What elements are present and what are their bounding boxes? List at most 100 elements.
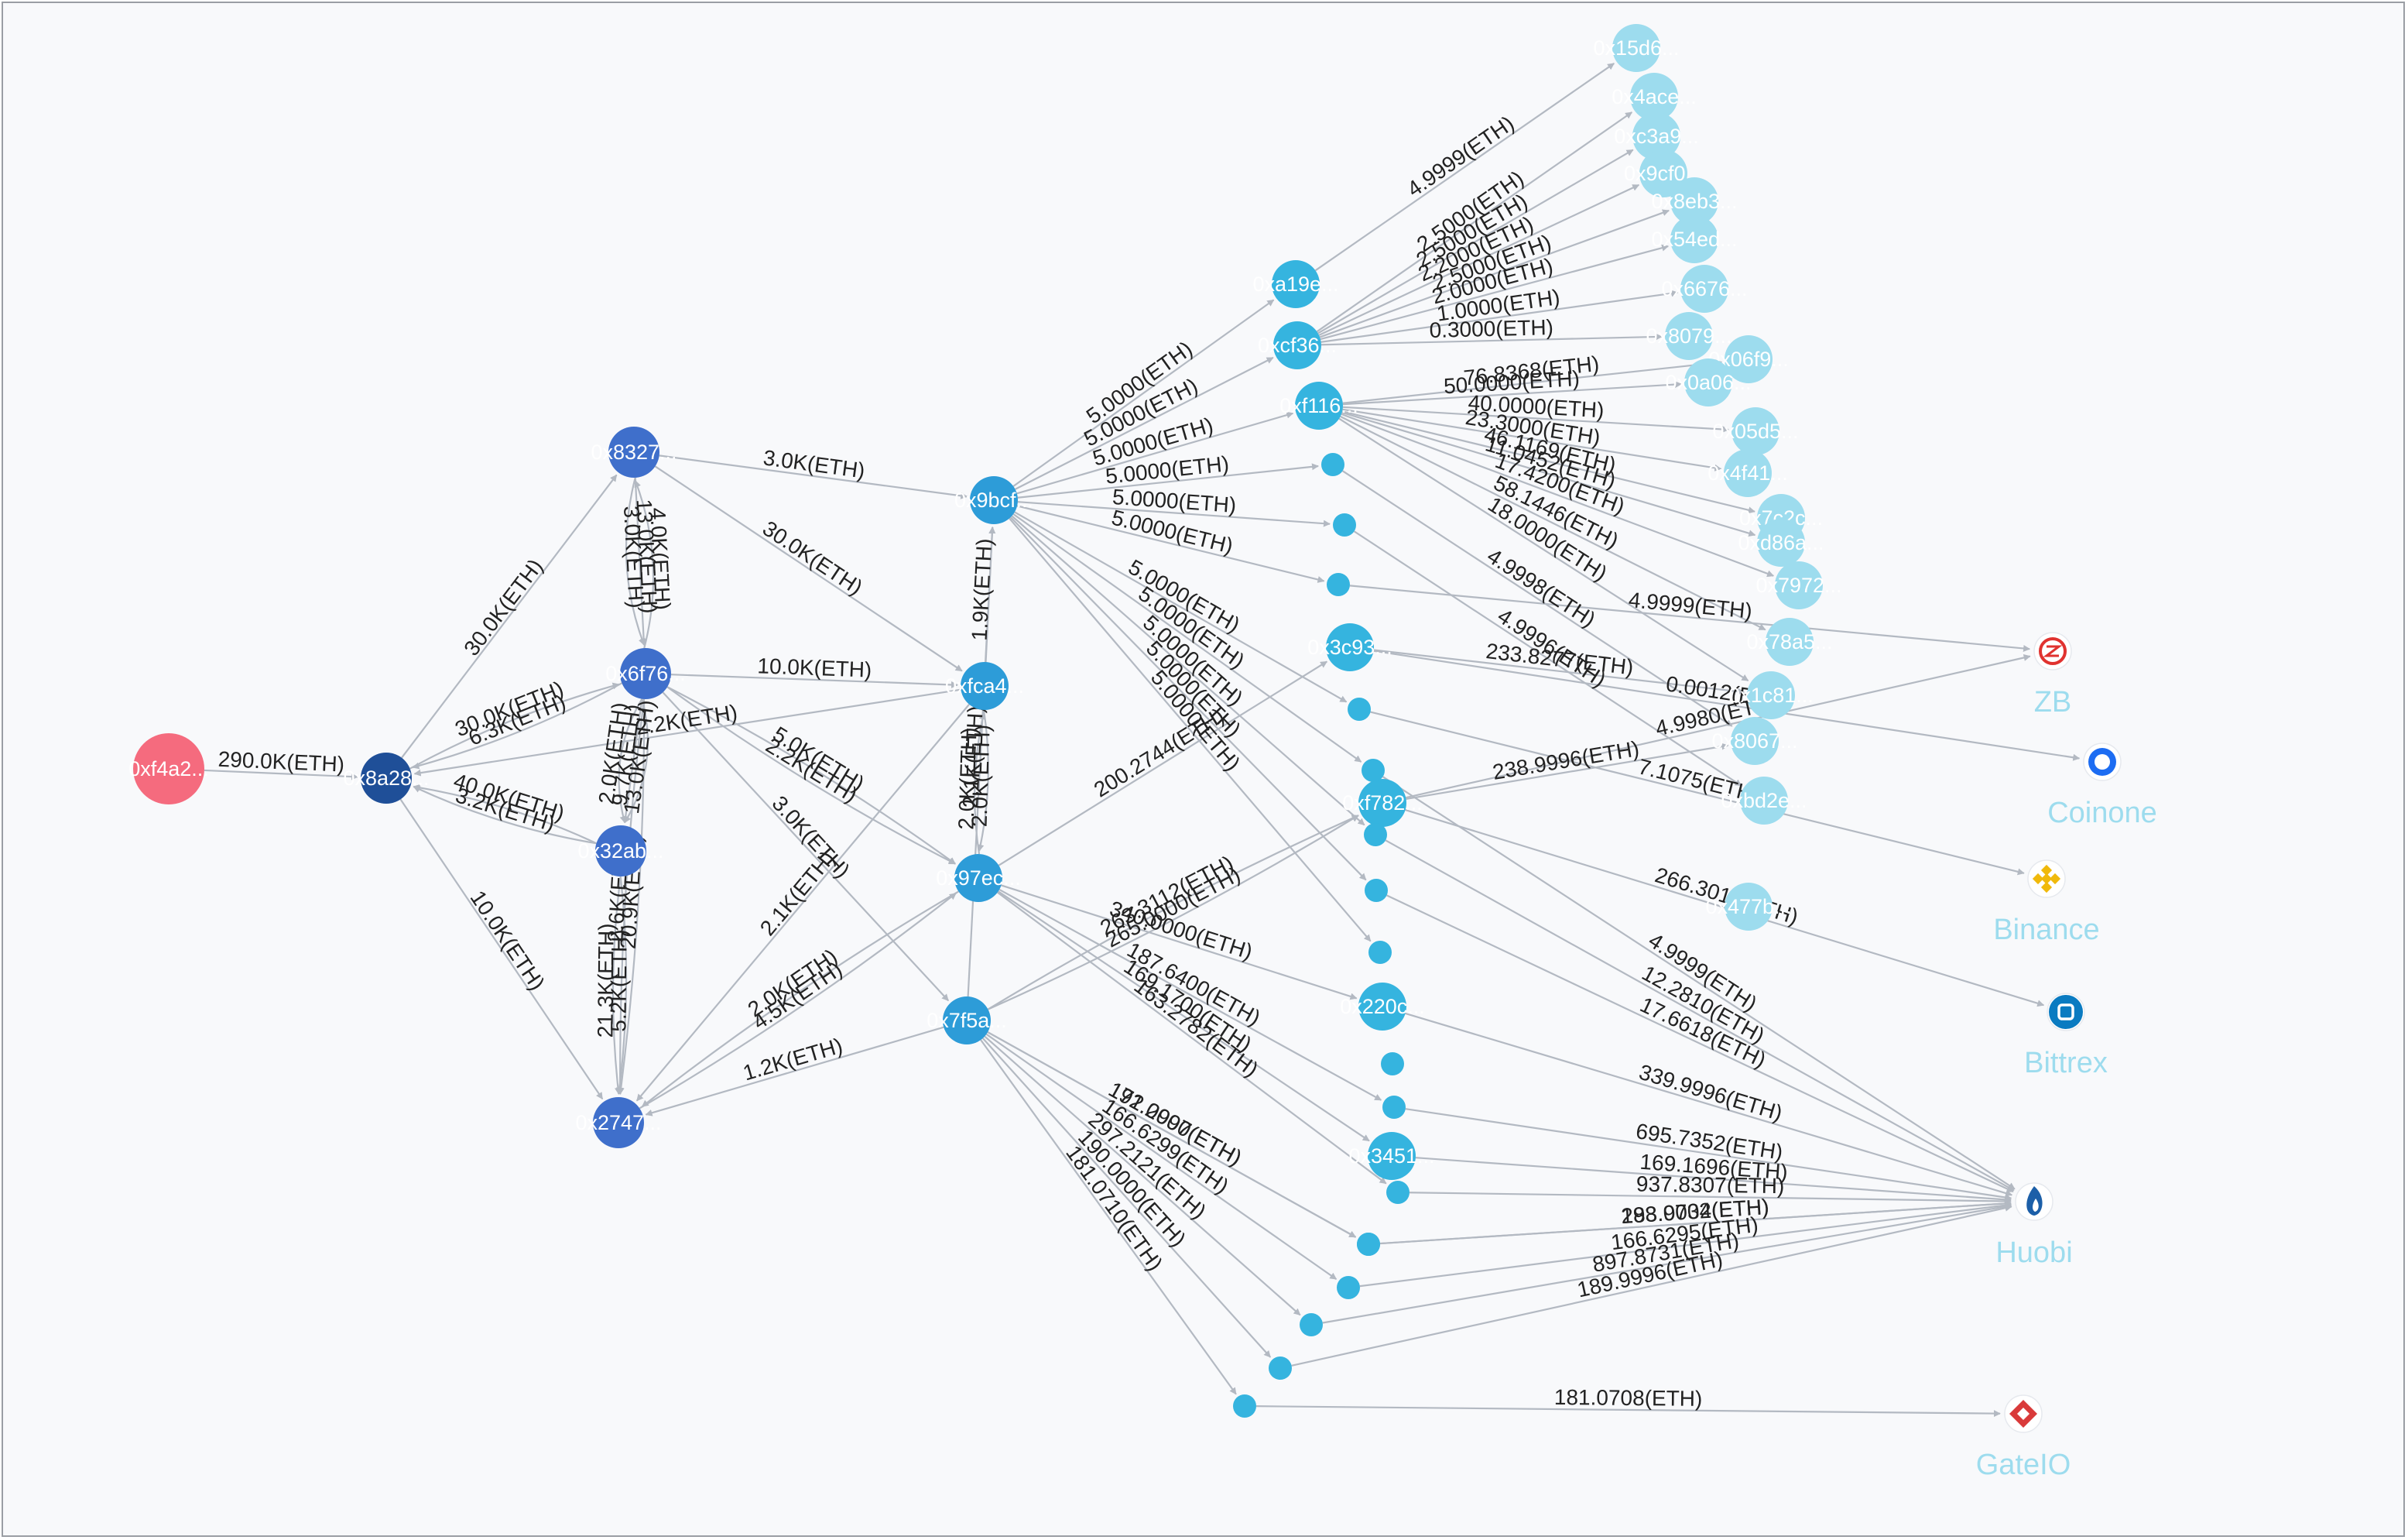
node-circle[interactable]: [1684, 358, 1732, 406]
node-ld86a[interactable]: 0xd86a...: [1738, 519, 1824, 567]
edge-n6f76-hub[interactable]: [412, 682, 622, 770]
node-d5[interactable]: [1362, 759, 1385, 782]
edge-n9bcf-d3[interactable]: [1016, 505, 1325, 583]
node-circle[interactable]: [1747, 671, 1795, 719]
edge-n8327-n6f76[interactable]: [625, 477, 646, 646]
edge-n7f5a-n2747[interactable]: [645, 1026, 944, 1116]
node-circle[interactable]: [1333, 513, 1356, 537]
edge-n97ec-n3c93[interactable]: [998, 660, 1328, 866]
edge-nf782-Bittrex[interactable]: [1405, 809, 2045, 1007]
node-nf782[interactable]: 0xf782...: [1342, 779, 1423, 827]
edge-n6f76-n7f5a[interactable]: [662, 691, 950, 1002]
edge-ncf36-lc3a9[interactable]: [1317, 149, 1634, 334]
edge-n9bcf-d6[interactable]: [1011, 515, 1365, 826]
node-n7f5a[interactable]: 0x7f5a...: [927, 996, 1007, 1044]
node-circle[interactable]: [1731, 407, 1779, 455]
node-nf116[interactable]: 0xf116...: [1279, 382, 1358, 430]
node-l1c81[interactable]: 0x1c81...: [1728, 671, 1814, 719]
node-circle[interactable]: [961, 662, 1009, 710]
node-d3[interactable]: [1327, 573, 1350, 596]
edge-n7f5a-d14[interactable]: [987, 1031, 1357, 1238]
edge-n7f5a-d16[interactable]: [984, 1035, 1301, 1316]
node-circle[interactable]: [361, 753, 412, 804]
node-circle[interactable]: [1381, 1052, 1404, 1075]
node-l8079[interactable]: 0x8079...: [1646, 312, 1732, 360]
edge-n3451-Huobi[interactable]: [1415, 1157, 2012, 1203]
node-circle[interactable]: [970, 476, 1018, 524]
node-Coinone[interactable]: Coinone: [2047, 743, 2157, 829]
node-circle[interactable]: [1362, 759, 1385, 782]
edge-n220c-Huobi[interactable]: [1405, 1012, 2013, 1197]
edge-d7-Huobi[interactable]: [1386, 894, 2014, 1193]
node-l8067[interactable]: 0x8067...: [1711, 717, 1798, 765]
node-n8327[interactable]: 0x8327...: [591, 427, 677, 478]
node-l0a06[interactable]: 0x0a06...: [1665, 358, 1752, 406]
node-circle[interactable]: [1295, 382, 1343, 430]
node-circle[interactable]: [1368, 941, 1392, 964]
node-l15d6[interactable]: 0x15d6...: [1593, 24, 1680, 72]
node-Bittrex[interactable]: Bittrex: [2024, 993, 2108, 1079]
node-circle[interactable]: [1364, 823, 1387, 846]
edge-d12-Huobi[interactable]: [1409, 1192, 2012, 1205]
node-hub[interactable]: 0x8a28...: [343, 753, 430, 804]
edge-n6f76-n97ec[interactable]: [666, 686, 956, 865]
node-l8eb3[interactable]: 0x8eb3...: [1651, 177, 1738, 225]
node-lc3a9[interactable]: 0xc3a9...: [1614, 112, 1699, 160]
edge-nf782-l8067[interactable]: [1406, 743, 1729, 800]
node-src[interactable]: 0xf4a2...: [128, 733, 209, 804]
node-n220c[interactable]: 0x220c...: [1340, 983, 1425, 1031]
node-n9bcf[interactable]: 0x9bcf...: [954, 476, 1033, 524]
edge-d14-Huobi[interactable]: [1379, 1199, 2012, 1245]
node-circle[interactable]: [1725, 883, 1773, 931]
edge-nfca4-n2747[interactable]: [635, 704, 970, 1102]
node-circle[interactable]: [1632, 112, 1680, 160]
node-circle[interactable]: [1630, 73, 1678, 121]
node-d14[interactable]: [1357, 1233, 1380, 1256]
edge-n8327-n6f76[interactable]: [634, 477, 648, 646]
edge-n7f5a-nf782[interactable]: [988, 815, 1359, 1010]
edge-n9bcf-d1[interactable]: [1017, 463, 1319, 499]
node-circle[interactable]: [608, 427, 659, 478]
node-circle[interactable]: [1731, 717, 1779, 765]
edge-ncf36-l9cf0[interactable]: [1318, 183, 1640, 336]
edge-n6f76-n2747[interactable]: [617, 698, 646, 1095]
node-circle[interactable]: [1670, 177, 1718, 225]
node-circle[interactable]: [1269, 1357, 1292, 1380]
edge-d2-lbd2e[interactable]: [1353, 530, 1742, 787]
node-circle[interactable]: [1327, 573, 1350, 596]
edge-n32ab-hub[interactable]: [413, 784, 597, 845]
edge-n6f76-n8327[interactable]: [634, 480, 655, 649]
node-circle[interactable]: [1382, 1096, 1406, 1119]
node-circle[interactable]: [1321, 453, 1344, 476]
edge-hub-n8327[interactable]: [401, 474, 618, 759]
edge-n3c93-Coinone[interactable]: [1373, 650, 2081, 761]
node-d15[interactable]: [1337, 1276, 1360, 1299]
edge-ncf36-l8eb3[interactable]: [1319, 209, 1670, 338]
transaction-flow-graph[interactable]: 290.0K(ETH)30.0K(ETH)30.0K(ETH)6.3K(ETH)…: [3, 3, 2405, 1537]
node-l6676[interactable]: 0x6676...: [1661, 265, 1748, 313]
node-circle[interactable]: [1358, 983, 1406, 1031]
node-circle[interactable]: [1766, 618, 1814, 666]
edge-n97ec-d11[interactable]: [998, 888, 1382, 1101]
node-circle[interactable]: [1272, 260, 1320, 308]
edge-n7f5a-d10[interactable]: [980, 1039, 1237, 1395]
node-lbd2e[interactable]: 0xbd2e...: [1721, 777, 1807, 825]
edge-nf782-ZB[interactable]: [1405, 654, 2031, 799]
edge-n6f76-n97ec[interactable]: [666, 686, 956, 865]
edge-n8327-n9bcf[interactable]: [659, 454, 968, 499]
edge-n6f76-n32ab[interactable]: [622, 698, 643, 824]
edge-n6f76-nfca4[interactable]: [670, 674, 958, 688]
node-circle[interactable]: [595, 825, 646, 876]
edge-d10-GateIO[interactable]: [1255, 1405, 2001, 1418]
node-circle[interactable]: [1357, 1233, 1380, 1256]
edge-nfca4-hub[interactable]: [413, 688, 961, 777]
node-d12[interactable]: [1386, 1181, 1410, 1204]
node-ncf36[interactable]: 0xcf36...: [1258, 321, 1337, 369]
edge-n32ab-hub[interactable]: [413, 785, 597, 845]
node-l4f41[interactable]: 0x4f41...: [1708, 449, 1788, 497]
node-d6[interactable]: [1364, 823, 1387, 846]
node-circle[interactable]: [1348, 698, 1371, 721]
edge-ncf36-l8079[interactable]: [1320, 333, 1663, 346]
node-n6f76[interactable]: 0x6f76...: [605, 648, 686, 699]
